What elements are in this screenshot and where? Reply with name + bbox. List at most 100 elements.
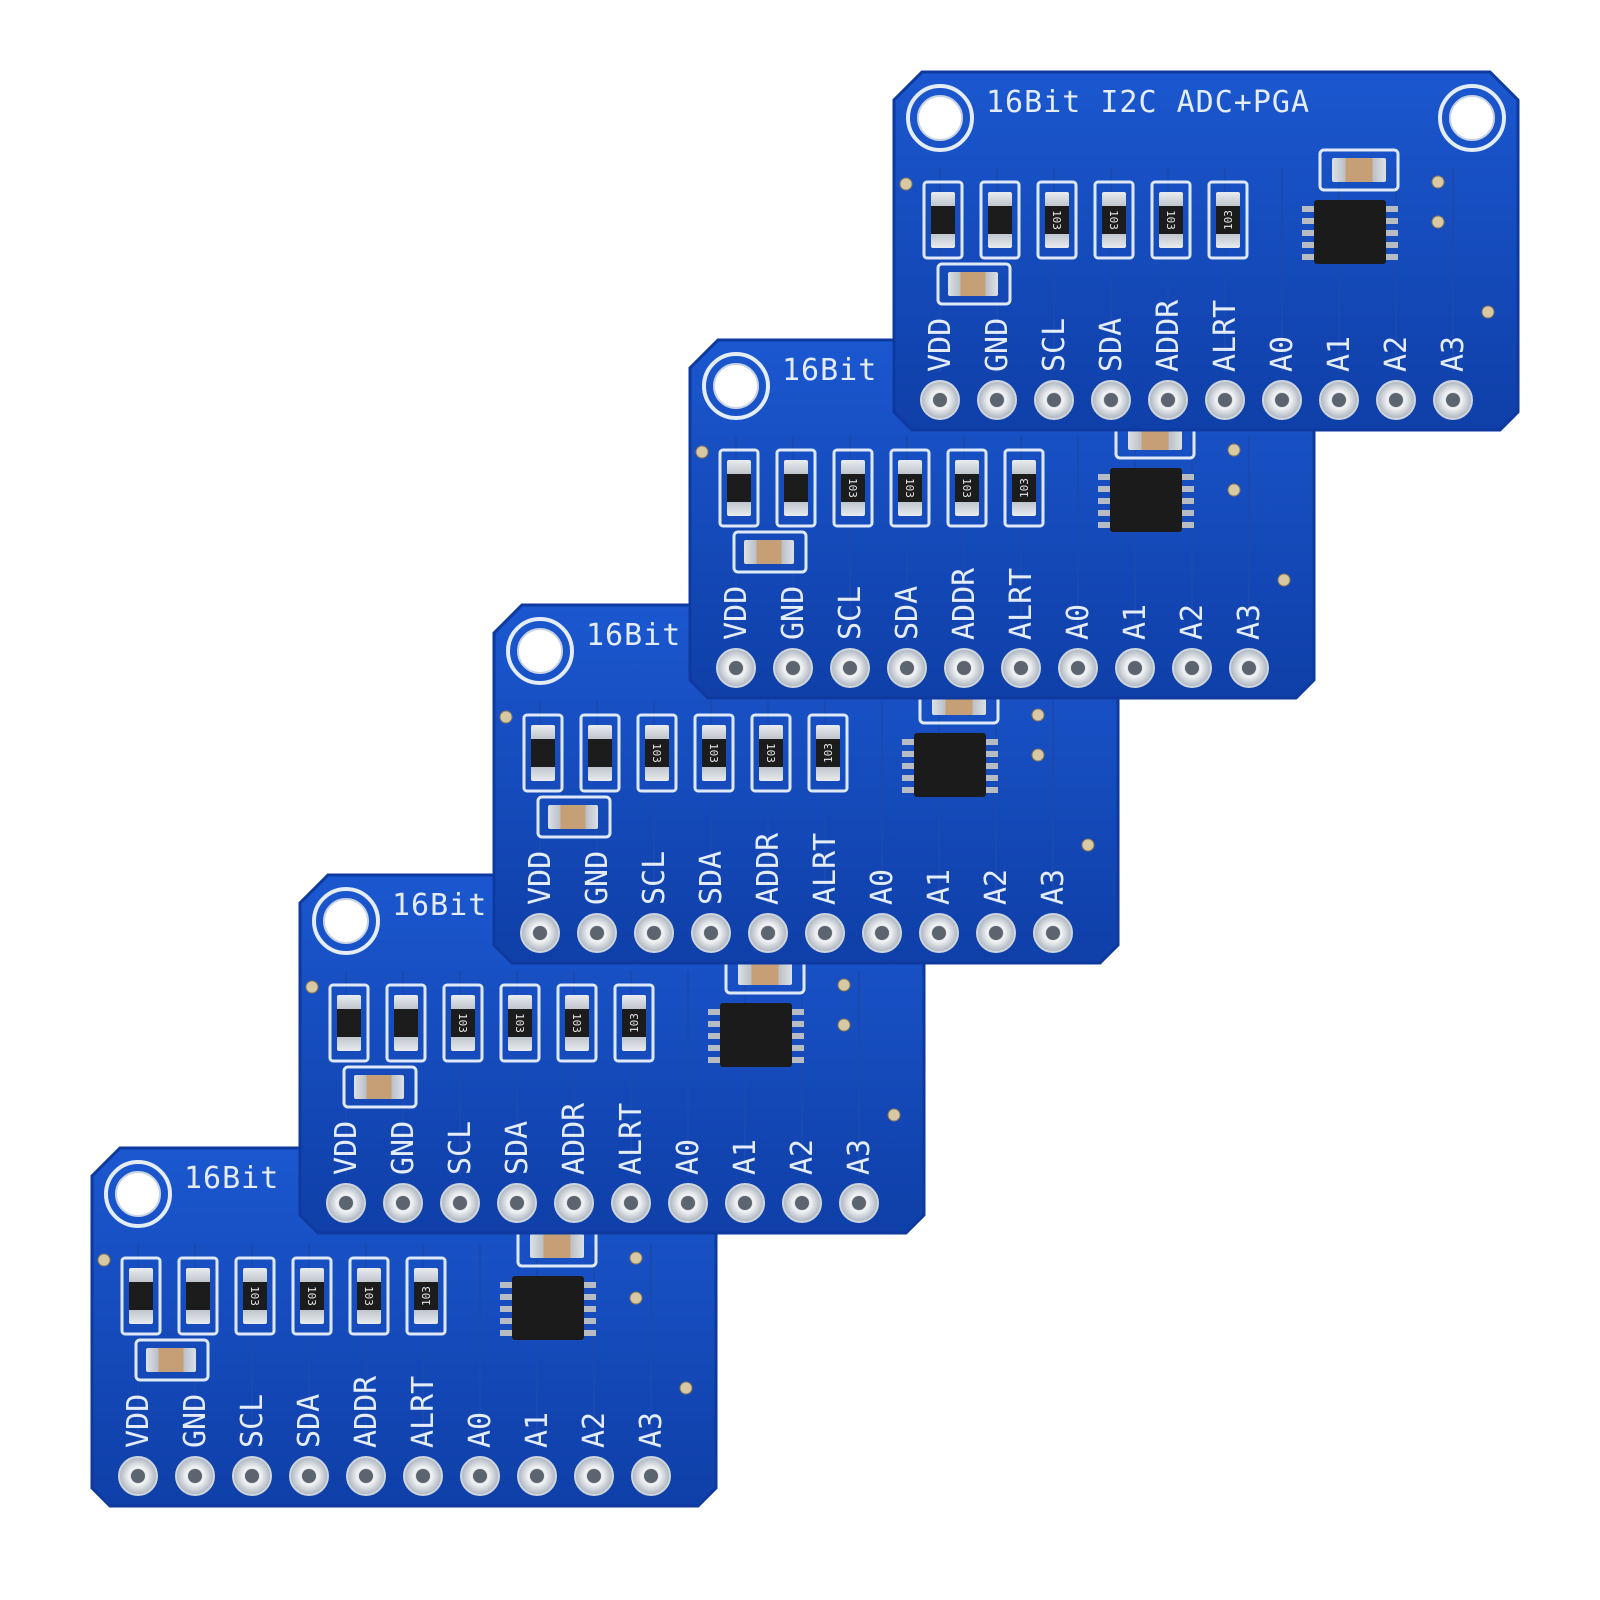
capacitor	[948, 272, 998, 296]
chip-pin	[1302, 218, 1314, 224]
pin-label: GND	[386, 1121, 421, 1175]
resistor	[955, 460, 979, 516]
part-outline	[750, 713, 792, 793]
adc-chip	[914, 733, 986, 797]
via	[97, 1253, 111, 1267]
pin-label: SDA	[890, 586, 925, 640]
mounting-hole-ring	[312, 887, 380, 955]
part-outline	[1093, 180, 1135, 260]
chip-pin	[1302, 230, 1314, 236]
resistor	[898, 460, 922, 516]
via	[1431, 175, 1445, 189]
pin-label: A1	[1118, 604, 1153, 640]
mounting-hole	[323, 898, 369, 944]
capacitor	[738, 961, 792, 985]
part-outline	[807, 713, 849, 793]
pin-hole	[1104, 393, 1118, 407]
pin-hole	[188, 1469, 202, 1483]
pin-label: VDD	[121, 1394, 156, 1448]
resistor-code: 103	[707, 743, 720, 763]
resistor-code: 103	[362, 1286, 375, 1306]
via	[679, 1381, 693, 1395]
pin-label: A3	[1436, 336, 1471, 372]
pin-label: A0	[671, 1139, 706, 1175]
pin-hole	[131, 1469, 145, 1483]
cap-outline	[134, 1338, 210, 1382]
pin-label: A1	[728, 1139, 763, 1175]
mounting-hole	[1449, 95, 1495, 141]
part-outline	[522, 713, 564, 793]
pin-hole	[1185, 661, 1199, 675]
pin-hole	[624, 1196, 638, 1210]
diode	[588, 725, 612, 781]
capacitor	[530, 1234, 584, 1258]
pin-hole	[359, 1469, 373, 1483]
pin-hole	[473, 1469, 487, 1483]
part-outline	[328, 983, 370, 1063]
pin-label: A1	[922, 869, 957, 905]
diode	[531, 725, 555, 781]
pin-label: A3	[634, 1412, 669, 1448]
chip-pin	[1386, 254, 1398, 260]
pin-hole	[933, 393, 947, 407]
part-outline	[775, 448, 817, 528]
resistor-code: 103	[1018, 478, 1031, 498]
pin-hole	[729, 661, 743, 675]
resistor-code: 103	[305, 1286, 318, 1306]
capacitor	[354, 1075, 404, 1099]
pin-hole	[1161, 393, 1175, 407]
part-outline	[405, 1256, 447, 1336]
part-outline	[385, 983, 427, 1063]
resistor	[451, 995, 475, 1051]
part-outline	[1003, 448, 1045, 528]
part-outline	[120, 1256, 162, 1336]
resistor-code: 103	[628, 1013, 641, 1033]
pin-hole	[396, 1196, 410, 1210]
pin-hole	[875, 926, 889, 940]
chip-pin	[500, 1318, 512, 1324]
pin-label: GND	[776, 586, 811, 640]
via	[1227, 443, 1241, 457]
pin-label: SCL	[637, 851, 672, 905]
chip-pin	[792, 1021, 804, 1027]
chip-pin	[500, 1330, 512, 1336]
pin-hole	[510, 1196, 524, 1210]
pin-hole	[990, 393, 1004, 407]
via	[1031, 708, 1045, 722]
via	[1481, 305, 1495, 319]
cap-outline	[1318, 148, 1400, 192]
adc-chip	[512, 1276, 584, 1340]
chip-pin	[792, 1033, 804, 1039]
via	[837, 1018, 851, 1032]
chip-pin	[986, 739, 998, 745]
part-outline	[636, 713, 678, 793]
diode	[727, 460, 751, 516]
part-outline	[579, 713, 621, 793]
pin-label: GND	[980, 318, 1015, 372]
pin-label: SCL	[235, 1394, 270, 1448]
mounting-hole-ring	[906, 84, 974, 152]
pin-hole	[900, 661, 914, 675]
chip-pin	[1386, 218, 1398, 224]
pin-hole	[786, 661, 800, 675]
pin-label: SCL	[1037, 318, 1072, 372]
chip-pin	[986, 763, 998, 769]
pin-label: VDD	[719, 586, 754, 640]
part-outline	[1207, 180, 1249, 260]
pin-hole	[681, 1196, 695, 1210]
part-outline	[946, 448, 988, 528]
pin-label: VDD	[923, 318, 958, 372]
part-outline	[442, 983, 484, 1063]
mounting-hole	[517, 628, 563, 674]
via	[1031, 748, 1045, 762]
pin-label: SDA	[694, 851, 729, 905]
resistor	[300, 1268, 324, 1324]
mounting-hole	[115, 1171, 161, 1217]
cap-outline	[342, 1065, 418, 1109]
pin-hole	[1389, 393, 1403, 407]
via	[1277, 573, 1291, 587]
pin-hole	[1446, 393, 1460, 407]
resistor	[841, 460, 865, 516]
